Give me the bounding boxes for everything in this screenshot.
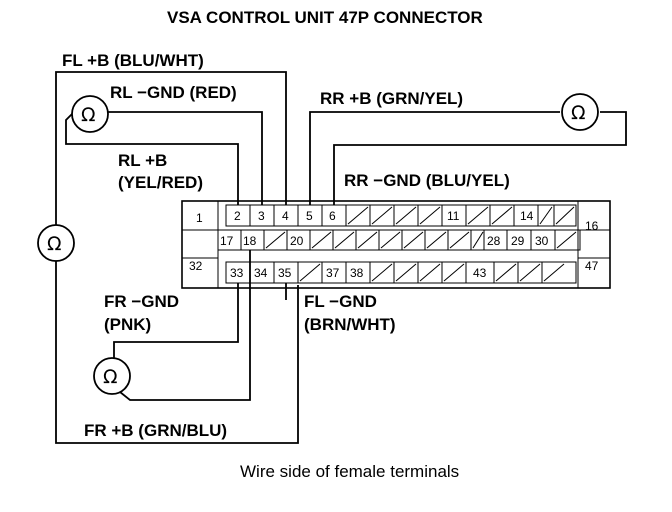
ohmmeter-rr: Ω [561, 93, 599, 131]
diagram-title: VSA CONTROL UNIT 47P CONNECTOR [167, 8, 483, 27]
pin-numbers: 1 2 3 4 5 6 11 14 16 17 18 20 28 29 30 3… [189, 209, 599, 280]
label-rr-plus-b: RR +B (GRN/YEL) [320, 89, 463, 108]
wire-rl-plus-b [65, 113, 239, 205]
ohmmeter-rl: Ω [71, 95, 109, 133]
pin-18: 18 [243, 234, 257, 248]
ohm-icon: Ω [81, 104, 96, 126]
wire-fl-plus-b [55, 71, 287, 225]
pin-35: 35 [278, 266, 292, 280]
row1-hatch [347, 206, 575, 225]
pin-37: 37 [326, 266, 340, 280]
row2-dividers [240, 230, 556, 250]
wire-fl-left-loop [55, 261, 299, 444]
ohmmeter-fl: Ω [37, 224, 75, 262]
pin-34: 34 [254, 266, 268, 280]
ohmmeter-fr: Ω [93, 357, 131, 395]
pin-32: 32 [189, 259, 203, 273]
pin-38: 38 [350, 266, 364, 280]
row3-hatch [299, 263, 565, 282]
wires [55, 71, 627, 444]
label-fr-gnd-line1: FR −GND [104, 292, 179, 311]
wire-rr-plus-b [309, 111, 560, 205]
wire-fr-plus-b [119, 250, 251, 401]
pin-43: 43 [473, 266, 487, 280]
pin-16: 16 [585, 219, 599, 233]
row3-dividers [249, 262, 543, 283]
pin-14: 14 [520, 209, 534, 223]
label-fr-gnd-line2: (PNK) [104, 315, 151, 334]
pin-17: 17 [220, 234, 234, 248]
pin-30: 30 [535, 234, 549, 248]
pin-47: 47 [585, 259, 599, 273]
diagram-caption: Wire side of female terminals [240, 462, 459, 481]
pin-33: 33 [230, 266, 244, 280]
label-fl-plus-b: FL +B (BLU/WHT) [62, 51, 204, 70]
connector-body [181, 200, 611, 289]
pin-6: 6 [329, 209, 336, 223]
label-rl-gnd: RL −GND (RED) [110, 83, 237, 102]
wire-fr-gnd [113, 283, 239, 358]
pin-5: 5 [306, 209, 313, 223]
wire-rl-gnd [108, 111, 263, 205]
row1-dividers [249, 205, 555, 226]
row2-hatch [265, 231, 577, 249]
pin-20: 20 [290, 234, 304, 248]
pin-29: 29 [511, 234, 525, 248]
pin-28: 28 [487, 234, 501, 248]
pin-1: 1 [196, 211, 203, 225]
label-fl-gnd-line2: (BRN/WHT) [304, 315, 396, 334]
pin-11: 11 [447, 209, 460, 223]
pin-2: 2 [234, 209, 241, 223]
label-rl-plus-b-line1: RL +B [118, 151, 167, 170]
label-rl-plus-b-line2: (YEL/RED) [118, 173, 203, 192]
label-fr-plus-b: FR +B (GRN/BLU) [84, 421, 227, 440]
label-fl-gnd-line1: FL −GND [304, 292, 377, 311]
ohm-icon: Ω [103, 366, 118, 388]
pin-4: 4 [282, 209, 289, 223]
label-rr-gnd: RR −GND (BLU/YEL) [344, 171, 510, 190]
wire-rr-gnd [333, 111, 627, 205]
pin-3: 3 [258, 209, 265, 223]
ohm-icon: Ω [47, 233, 62, 255]
ohm-icon: Ω [571, 102, 586, 124]
